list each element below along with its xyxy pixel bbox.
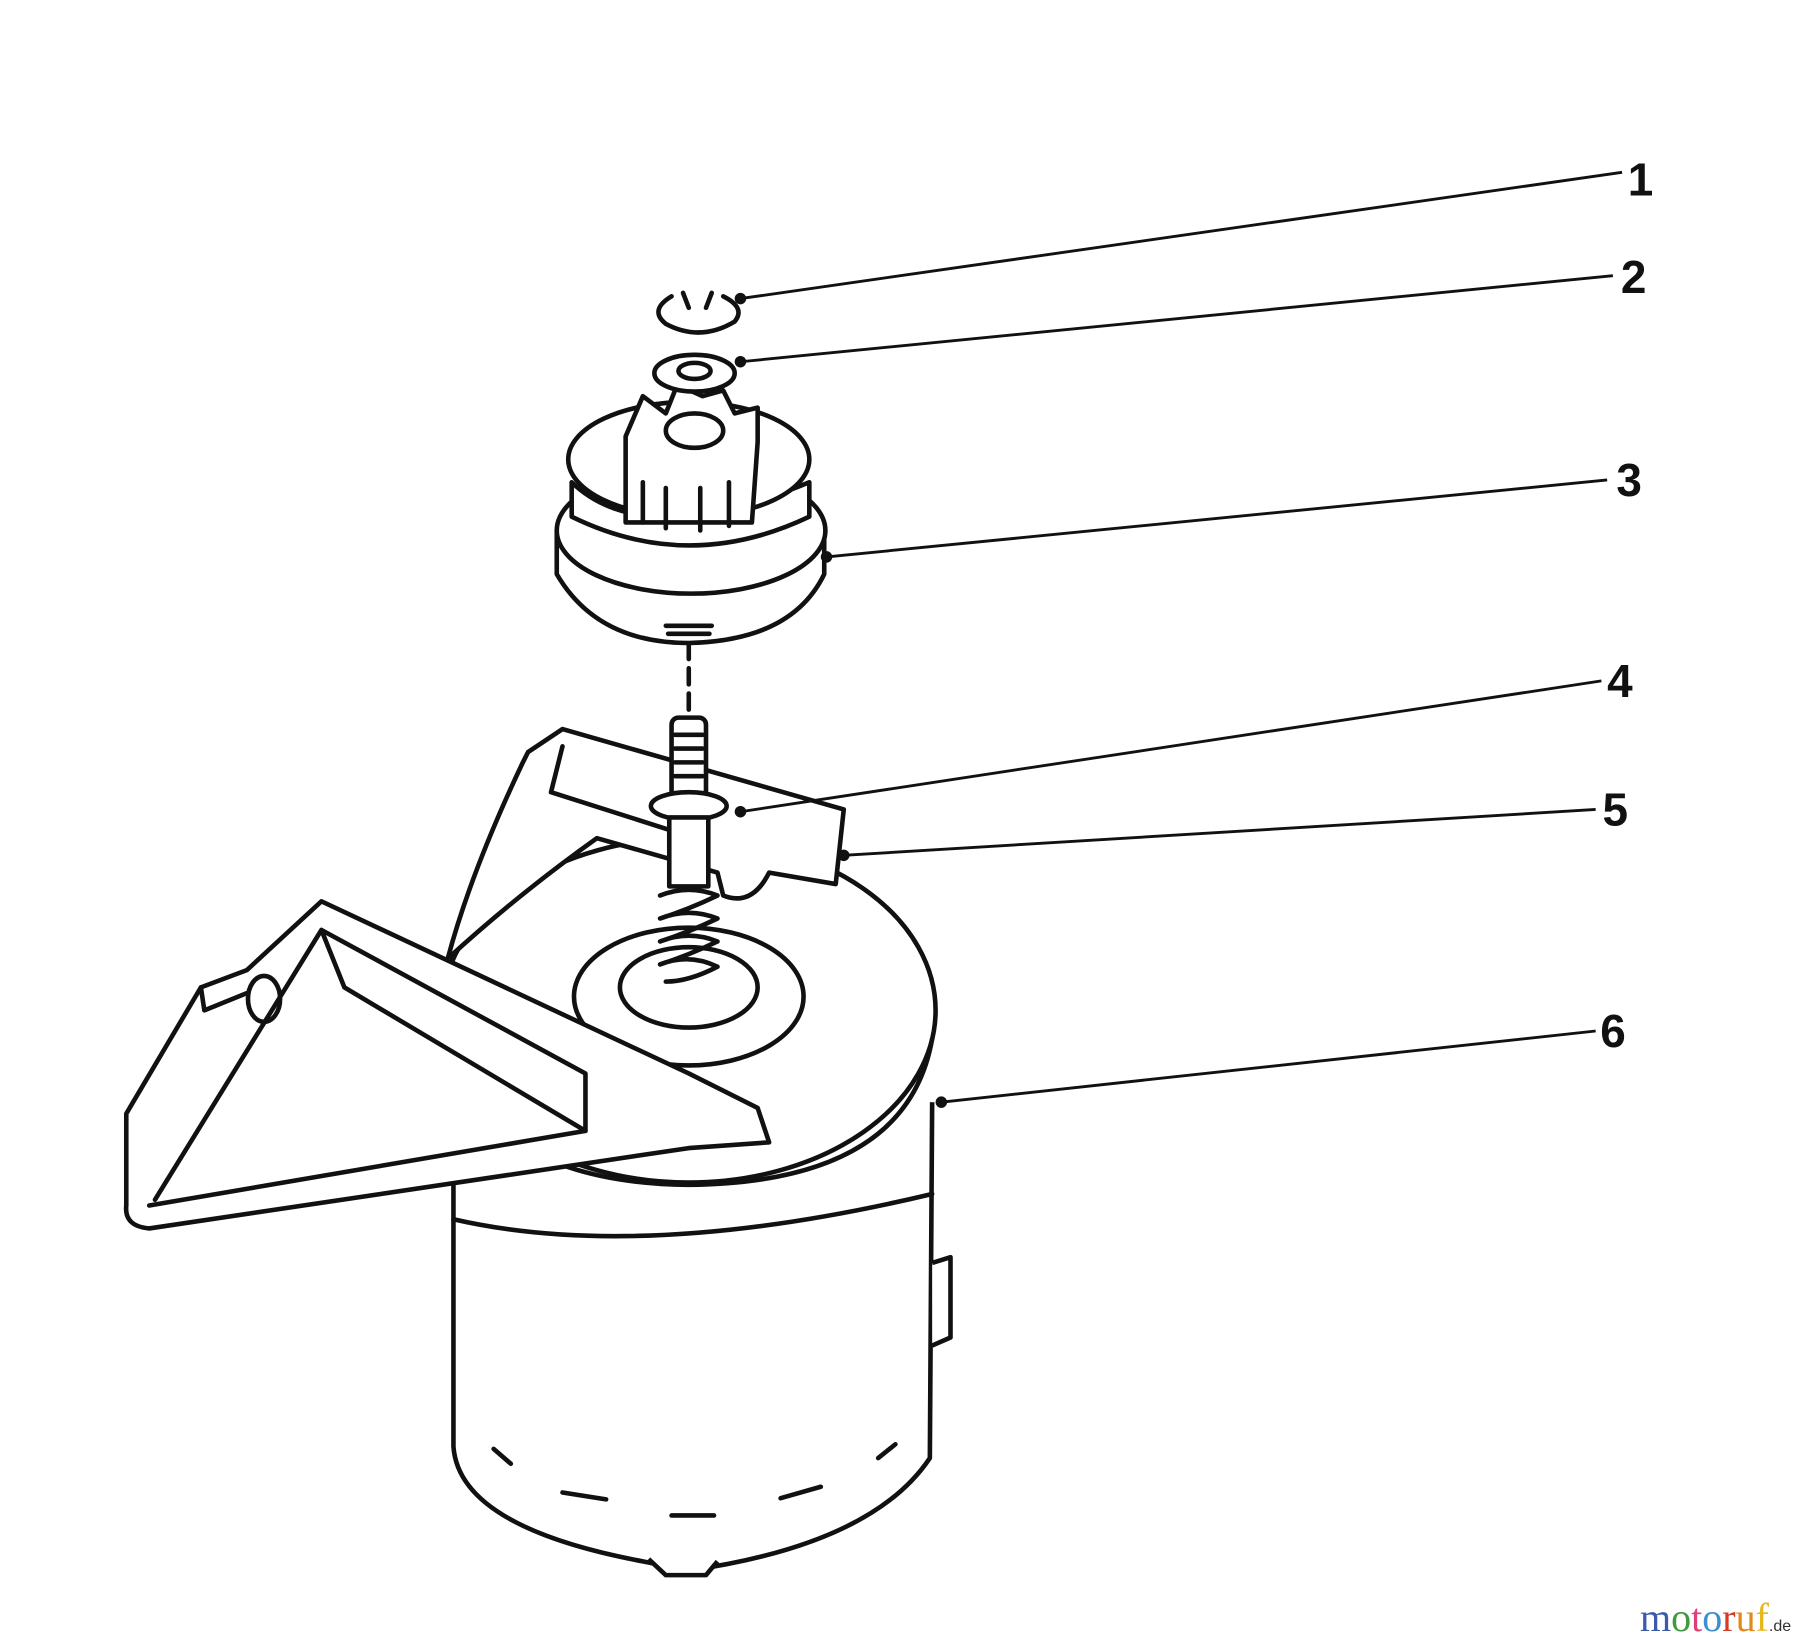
watermark-letter: o (1702, 1595, 1723, 1640)
callout-2: 2 (1621, 251, 1647, 303)
leader-line-4 (740, 679, 1602, 814)
mounting-bracket (123, 726, 847, 1231)
watermark-letter: o (1671, 1595, 1692, 1640)
washer (652, 352, 737, 394)
watermark-letter: u (1735, 1595, 1756, 1640)
callout-6: 6 (1600, 1005, 1626, 1057)
drive-shaft-assembly (648, 640, 729, 984)
callout-leaders (734, 170, 1623, 1108)
watermark-letter: m (1640, 1595, 1672, 1640)
watermark-suffix: .de (1768, 1618, 1792, 1635)
watermark-letter: t (1691, 1595, 1703, 1640)
pinion-gear (554, 382, 828, 646)
leader-line-5 (843, 808, 1596, 857)
callout-3: 3 (1616, 454, 1642, 506)
callout-5: 5 (1603, 784, 1629, 836)
watermark-letter: r (1722, 1595, 1736, 1640)
callout-1: 1 (1628, 153, 1654, 205)
watermark-letter: f (1755, 1595, 1769, 1640)
leader-line-3 (826, 478, 1608, 559)
leader-line-2 (740, 274, 1614, 364)
callout-4: 4 (1607, 655, 1633, 707)
watermark-logo: motoruf.de (1640, 1594, 1791, 1641)
leader-line-6 (941, 1029, 1596, 1104)
leader-line-1 (740, 170, 1623, 301)
retaining-clip (656, 290, 741, 335)
